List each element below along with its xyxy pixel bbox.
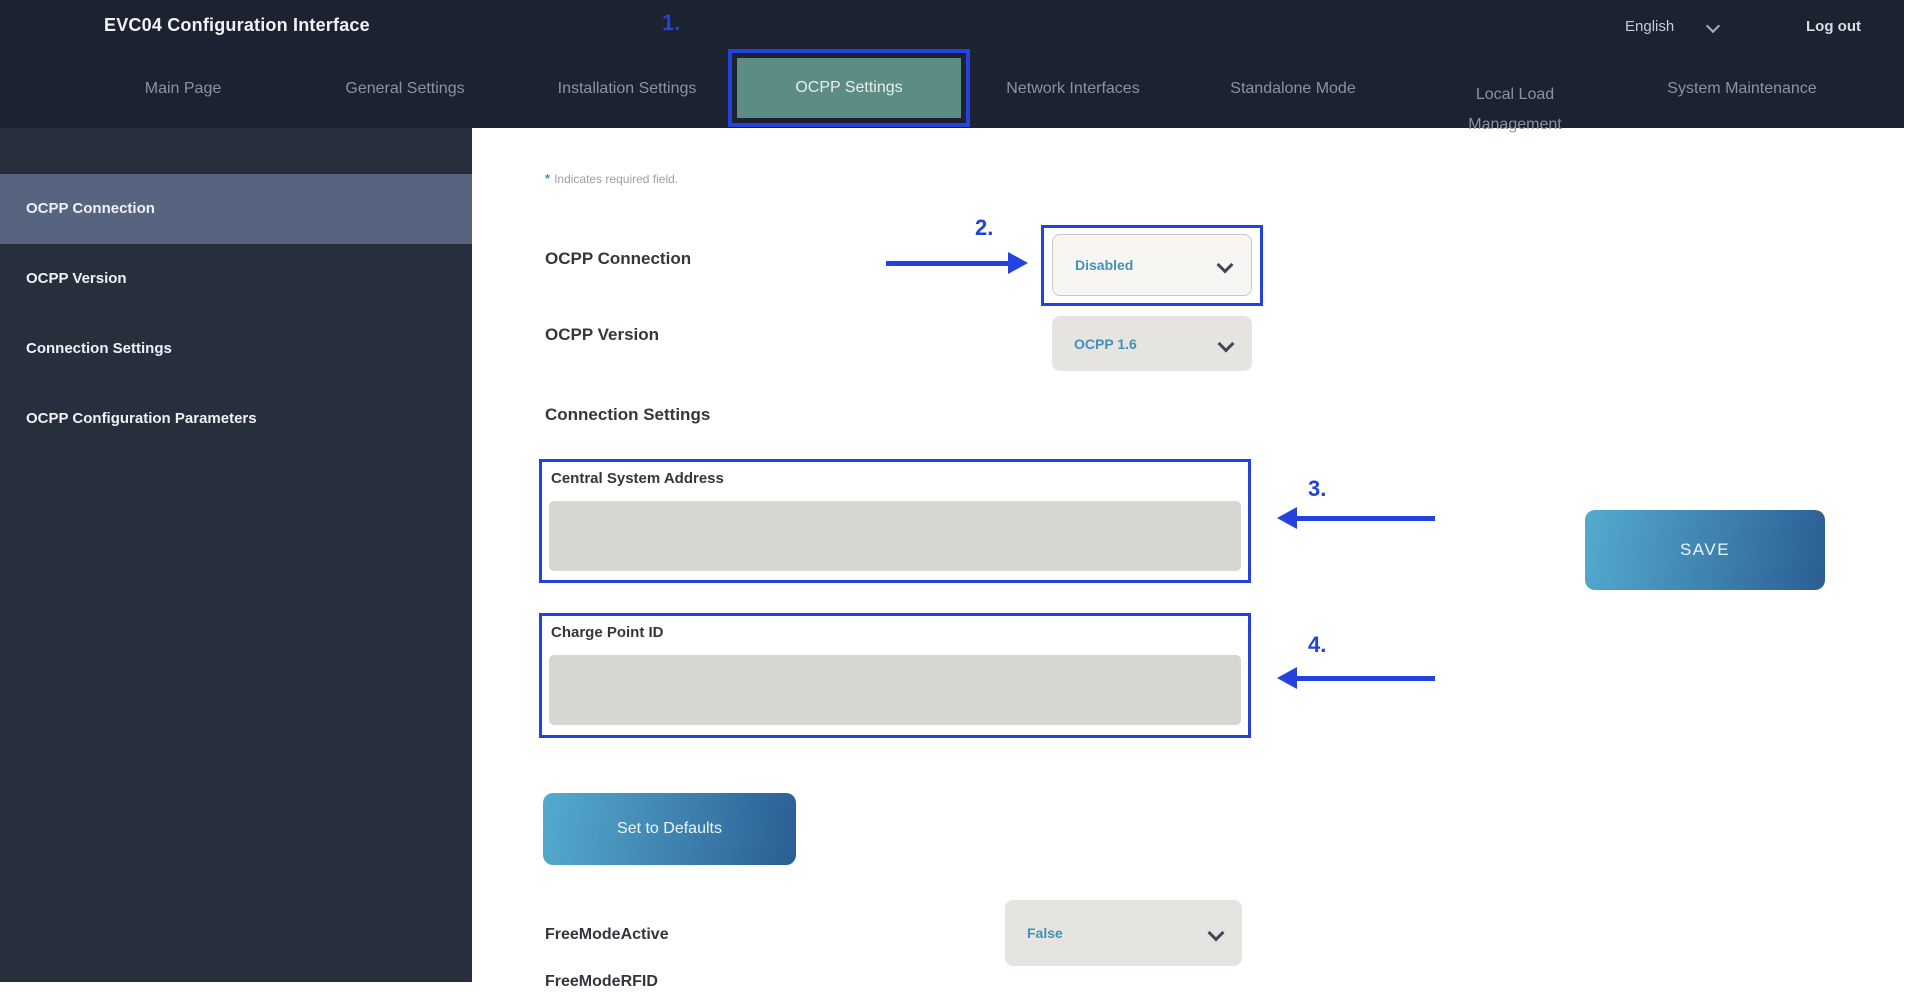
ocpp-connection-select[interactable]: Disabled <box>1052 234 1252 296</box>
required-asterisk: * <box>545 171 551 186</box>
annotation-box-ocpp-settings-tab: OCPP Settings <box>728 49 970 127</box>
top-header: EVC04 Configuration Interface English Lo… <box>0 0 1904 133</box>
chevron-down-icon <box>1708 21 1720 33</box>
sidebar: OCPP Connection OCPP Version Connection … <box>0 128 472 982</box>
central-system-address-label: Central System Address <box>551 470 724 487</box>
chevron-down-icon <box>1210 927 1222 939</box>
connection-settings-heading: Connection Settings <box>545 405 711 424</box>
tab-local-load-management[interactable]: Local Load Management <box>1468 86 1562 133</box>
annotation-step-3: 3. <box>1308 476 1327 501</box>
required-note: *Indicates required field. <box>545 171 678 186</box>
tab-general-settings[interactable]: General Settings <box>345 80 465 97</box>
free-mode-active-value: False <box>1027 925 1063 941</box>
save-button[interactable]: SAVE <box>1585 510 1825 590</box>
language-label: English <box>1625 18 1675 35</box>
charge-point-id-label: Charge Point ID <box>551 624 664 641</box>
tab-main-page[interactable]: Main Page <box>144 80 222 97</box>
chevron-down-icon <box>1220 338 1232 350</box>
ocpp-version-select[interactable]: OCPP 1.6 <box>1052 316 1252 371</box>
annotation-step-4: 4. <box>1308 632 1327 657</box>
required-note-text: Indicates required field. <box>554 172 679 186</box>
free-mode-rfid-label-clipped: FreeModeRFID <box>545 973 658 987</box>
language-selector[interactable]: English <box>1625 18 1720 35</box>
tab-network-interfaces[interactable]: Network Interfaces <box>1006 80 1140 97</box>
central-system-address-input[interactable] <box>549 501 1241 571</box>
sidebar-item-connection-settings[interactable]: Connection Settings <box>26 340 172 357</box>
app-title: EVC04 Configuration Interface <box>104 15 370 35</box>
chevron-down-icon <box>1219 259 1231 271</box>
set-to-defaults-button[interactable]: Set to Defaults <box>543 793 796 865</box>
annotation-step-2: 2. <box>975 215 994 240</box>
tab-ocpp-settings[interactable]: OCPP Settings <box>737 58 961 118</box>
charge-point-id-input[interactable] <box>549 655 1241 725</box>
ocpp-version-value: OCPP 1.6 <box>1074 335 1137 352</box>
sidebar-item-ocpp-connection[interactable]: OCPP Connection <box>0 174 472 244</box>
logout-button[interactable]: Log out <box>1806 18 1861 35</box>
sidebar-item-ocpp-configuration-parameters[interactable]: OCPP Configuration Parameters <box>26 410 257 427</box>
tab-system-maintenance[interactable]: System Maintenance <box>1667 80 1817 97</box>
sidebar-item-ocpp-version[interactable]: OCPP Version <box>26 270 127 287</box>
annotation-step-1: 1. <box>662 10 681 35</box>
ocpp-connection-value: Disabled <box>1075 257 1134 273</box>
ocpp-connection-label: OCPP Connection <box>545 249 692 268</box>
free-mode-active-label: FreeModeActive <box>545 926 669 943</box>
tab-installation-settings[interactable]: Installation Settings <box>557 80 697 97</box>
ocpp-version-label: OCPP Version <box>545 325 660 344</box>
free-mode-active-select[interactable]: False <box>1005 900 1242 966</box>
tab-standalone-mode[interactable]: Standalone Mode <box>1230 80 1356 97</box>
